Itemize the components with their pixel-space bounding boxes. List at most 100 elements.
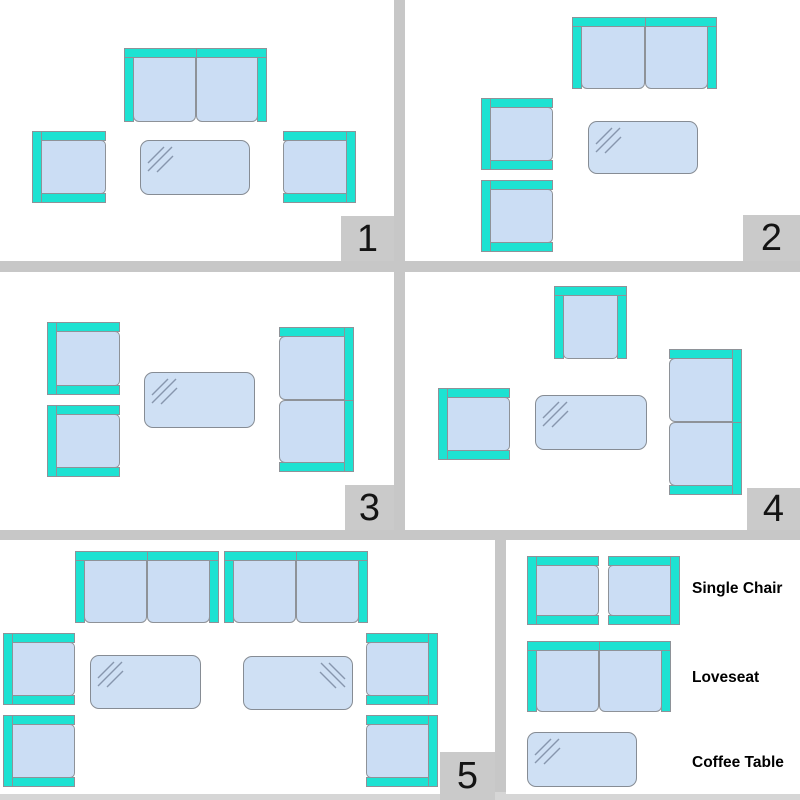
frame-bar xyxy=(428,715,438,787)
seat-cushion xyxy=(133,57,196,122)
seat-cushion xyxy=(490,107,553,161)
frame-bar xyxy=(283,193,347,203)
glass-shine-icon xyxy=(533,737,567,776)
frame-bar xyxy=(490,242,553,252)
glass-shine-icon xyxy=(96,660,130,699)
panel-number: 1 xyxy=(356,217,379,260)
layout-panel-3: 3 xyxy=(0,272,394,530)
loveseat xyxy=(224,551,368,623)
frame-bar xyxy=(257,57,267,122)
coffee-table xyxy=(243,656,353,710)
frame-bar xyxy=(608,615,671,625)
frame-bar xyxy=(661,650,671,712)
frame-bar xyxy=(617,295,627,359)
glass-shine-icon xyxy=(146,145,180,184)
frame-bar xyxy=(56,385,120,395)
single-chair xyxy=(47,405,120,477)
seat-cushion xyxy=(147,560,210,623)
panel-divider-vertical-bottom xyxy=(495,540,506,800)
single-chair xyxy=(366,715,438,787)
seat-cushion xyxy=(669,358,733,422)
seat-cushion xyxy=(279,336,345,400)
legend-label-loveseat: Loveseat xyxy=(692,669,760,686)
frame-bar xyxy=(536,615,599,625)
single-chair xyxy=(554,286,627,359)
panel-number: 3 xyxy=(358,486,381,529)
seat-cushion xyxy=(563,295,618,359)
frame-bar xyxy=(670,556,680,625)
loveseat xyxy=(572,17,717,89)
seat-divider-line xyxy=(732,422,742,423)
seat-divider-line xyxy=(296,551,297,561)
single-chair xyxy=(283,131,356,203)
loveseat xyxy=(669,349,742,495)
glass-shine-icon xyxy=(150,377,184,416)
seat-cushion xyxy=(581,26,645,89)
coffee-table xyxy=(527,732,637,787)
loveseat xyxy=(75,551,219,623)
panel-number-badge: 5 xyxy=(440,752,495,800)
seat-cushion xyxy=(490,189,553,243)
single-chair xyxy=(3,633,75,705)
frame-bar xyxy=(707,26,717,89)
seat-cushion xyxy=(12,724,75,778)
single-chair xyxy=(608,556,680,625)
coffee-table xyxy=(90,655,201,709)
seat-cushion xyxy=(669,422,733,486)
frame-bar xyxy=(56,467,120,477)
frame-bar xyxy=(490,160,553,170)
frame-bar xyxy=(428,633,438,705)
panel-number: 5 xyxy=(456,755,479,797)
single-chair xyxy=(481,98,553,170)
seat-divider-line xyxy=(195,48,197,58)
single-chair xyxy=(481,180,553,252)
seat-cushion xyxy=(56,414,120,468)
frame-bar xyxy=(366,695,429,705)
seat-cushion xyxy=(84,560,147,623)
seat-cushion xyxy=(536,565,599,616)
coffee-table xyxy=(535,395,647,450)
single-chair xyxy=(438,388,510,460)
single-chair xyxy=(527,556,599,625)
frame-bar xyxy=(447,450,510,460)
seat-cushion xyxy=(56,331,120,386)
legend-label-single_chair: Single Chair xyxy=(692,580,783,597)
glass-shine-icon xyxy=(313,661,347,700)
layout-panel-1: 1 xyxy=(0,0,394,261)
single-chair xyxy=(32,131,106,203)
seat-divider-line xyxy=(644,17,646,27)
single-chair xyxy=(366,633,438,705)
seat-cushion xyxy=(41,140,106,194)
seat-cushion xyxy=(536,650,599,712)
panel-number: 2 xyxy=(760,217,783,259)
seat-divider-line xyxy=(599,641,600,651)
panel-number-badge: 3 xyxy=(345,485,394,530)
panel-divider-horizontal-1 xyxy=(0,261,800,272)
seat-cushion xyxy=(366,642,429,696)
loveseat xyxy=(124,48,267,122)
panel-number-badge: 1 xyxy=(341,216,394,261)
layout-panel-5: 5 xyxy=(0,540,495,800)
seat-cushion xyxy=(608,565,671,616)
frame-bar xyxy=(209,560,219,623)
seat-divider-line xyxy=(147,551,148,561)
panel-number: 4 xyxy=(762,488,785,530)
panel-number-badge: 4 xyxy=(747,488,800,530)
frame-bar xyxy=(12,695,75,705)
frame-bar xyxy=(346,131,356,203)
seat-cushion xyxy=(599,650,662,712)
coffee-table xyxy=(140,140,250,195)
seat-cushion xyxy=(283,140,347,194)
seat-cushion xyxy=(366,724,429,778)
frame-bar xyxy=(12,777,75,787)
panel-number-badge: 2 xyxy=(743,215,800,261)
panel-divider-horizontal-2 xyxy=(0,530,800,540)
frame-bar xyxy=(366,777,429,787)
single-chair xyxy=(3,715,75,787)
frame-bar xyxy=(279,462,345,472)
seat-cushion xyxy=(233,560,296,623)
frame-bar xyxy=(669,485,733,495)
loveseat xyxy=(279,327,354,472)
